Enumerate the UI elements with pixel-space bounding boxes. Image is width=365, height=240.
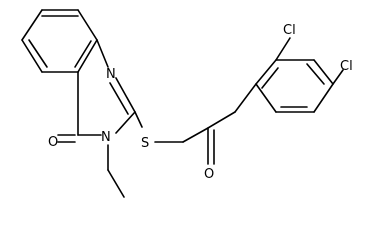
- bond-lines: [21, 9, 344, 198]
- atom-o-ketone: O: [204, 167, 214, 182]
- atom-labels: N N O S O Cl Cl: [48, 23, 353, 182]
- atom-cl-right: Cl: [340, 59, 353, 74]
- atom-n3: N: [101, 130, 111, 145]
- atom-s: S: [141, 136, 149, 151]
- atom-o-ring: O: [48, 135, 58, 150]
- atom-cl-upper: Cl: [283, 23, 296, 38]
- atom-n1: N: [106, 67, 116, 82]
- structure-diagram: N N O S O Cl Cl: [21, 9, 353, 198]
